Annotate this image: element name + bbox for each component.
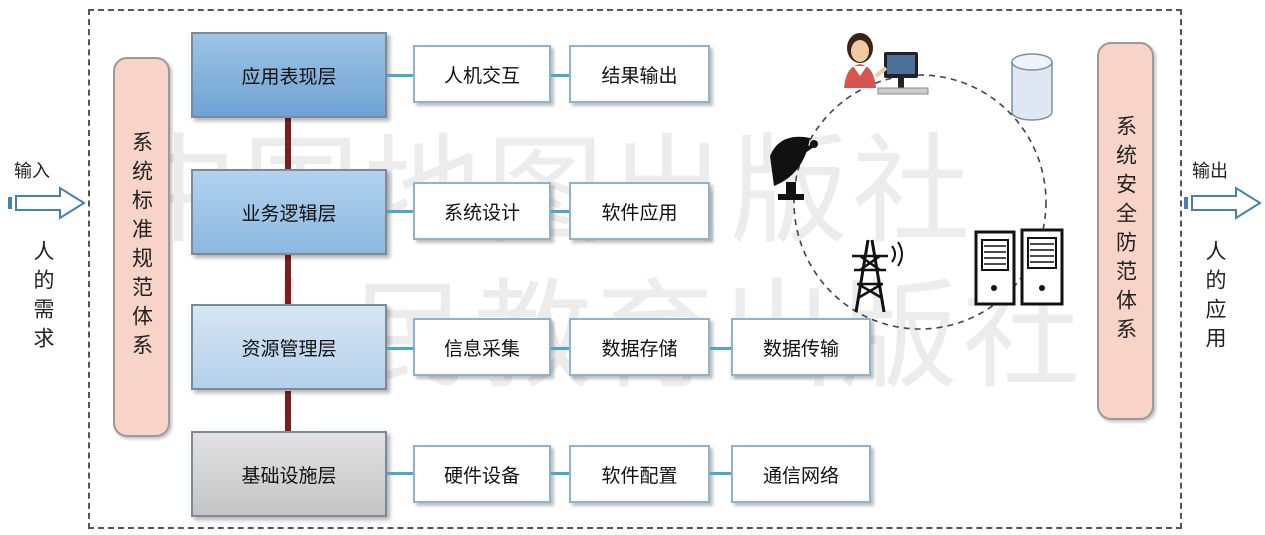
system-frame	[88, 9, 1182, 529]
item-data-storage: 数据存储	[569, 318, 710, 376]
item-result-output: 结果输出	[569, 45, 710, 103]
link-line	[551, 210, 570, 213]
layer-connector	[285, 391, 291, 433]
link-line	[387, 472, 414, 475]
right-caption: 人的应用	[1203, 240, 1227, 356]
satellite-dish-icon	[770, 136, 818, 200]
input-label: 输入	[14, 161, 50, 182]
layer-application: 应用表现层	[191, 32, 387, 118]
layer-business-logic: 业务逻辑层	[191, 169, 387, 255]
link-line	[710, 472, 732, 475]
server-icon	[974, 228, 1064, 306]
security-pill: 系统安全防范体系	[1097, 42, 1154, 420]
database-icon	[1011, 53, 1053, 121]
network-circle	[793, 74, 1047, 330]
link-line	[387, 74, 414, 77]
item-info-collection: 信息采集	[413, 318, 551, 376]
left-caption: 人的需求	[31, 240, 55, 356]
operator-icon	[844, 33, 929, 95]
item-system-design: 系统设计	[413, 182, 551, 240]
item-human-interaction: 人机交互	[413, 45, 551, 103]
link-line	[551, 472, 570, 475]
standard-spec-pill: 系统标准规范体系	[113, 57, 170, 437]
item-software-application: 软件应用	[569, 182, 710, 240]
link-line	[387, 347, 414, 350]
standard-spec-label: 系统标准规范体系	[129, 131, 154, 363]
security-label: 系统安全防范体系	[1113, 115, 1138, 347]
input-arrow-icon	[6, 185, 88, 221]
item-comm-network: 通信网络	[731, 445, 871, 503]
layer-connector	[285, 255, 291, 305]
transmission-tower-icon	[852, 239, 903, 313]
link-line	[387, 210, 414, 213]
layer-infrastructure: 基础设施层	[191, 431, 387, 517]
item-data-transmission: 数据传输	[731, 318, 871, 376]
output-arrow-icon	[1182, 185, 1264, 221]
link-line	[710, 347, 732, 350]
layer-connector	[285, 118, 291, 170]
link-line	[551, 74, 570, 77]
item-hardware: 硬件设备	[413, 445, 551, 503]
item-software-config: 软件配置	[569, 445, 710, 503]
output-label: 输出	[1192, 161, 1228, 182]
link-line	[551, 347, 570, 350]
layer-resource-management: 资源管理层	[191, 304, 387, 390]
